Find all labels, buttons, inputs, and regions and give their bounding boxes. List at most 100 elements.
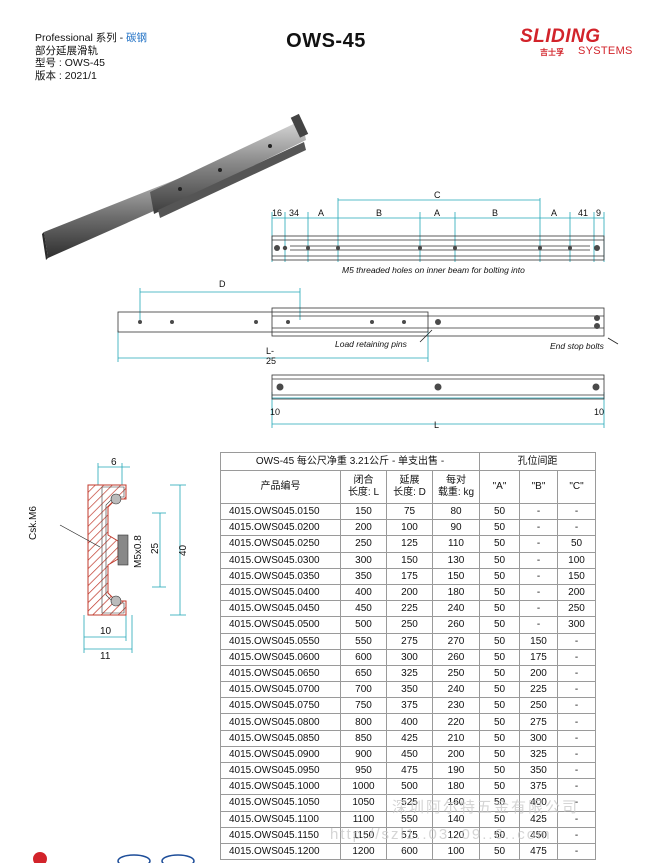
table-cell: 270 [432, 632, 480, 650]
sec-h40: 40 [178, 544, 189, 556]
table-cell: 850 [340, 729, 387, 747]
table-cell: 225 [386, 600, 433, 618]
version-line: 版本 : 2021/1 [35, 69, 97, 82]
table-cell: 475 [386, 761, 433, 780]
table-cell: 900 [340, 745, 387, 764]
product-code: 4015.OWS045.0300 [220, 551, 341, 569]
dim-34: 34 [289, 208, 300, 218]
table-cell: - [519, 616, 558, 634]
table-cell: 80 [432, 502, 480, 521]
table-cell: 130 [432, 551, 480, 569]
sec-h25: 25 [150, 542, 161, 554]
table-cell: 50 [479, 551, 520, 569]
table-cell: 150 [340, 502, 387, 521]
brand-logo: SLIDING 吉士孚 SYSTEMS [520, 26, 632, 60]
note-pins: Load retaining pins [335, 339, 407, 349]
table-cell: 50 [479, 583, 520, 602]
product-code: 4015.OWS045.0450 [220, 600, 341, 618]
table-cell: 175 [386, 567, 433, 585]
dim-l: L [434, 420, 440, 430]
table-cell: - [519, 583, 558, 602]
product-code: 4015.OWS045.0650 [220, 664, 341, 683]
table-cell: 325 [386, 664, 433, 683]
sec-m5: M5x0.8 [133, 535, 144, 568]
table-cell: 75 [386, 502, 433, 521]
table-cell: 950 [340, 761, 387, 780]
table-cell: 800 [340, 713, 387, 731]
table-cell: 650 [340, 664, 387, 683]
table-cell: 250 [386, 616, 433, 634]
table-cell: 125 [386, 535, 433, 553]
table-cell: 150 [519, 632, 558, 650]
logo-systems: SYSTEMS [578, 45, 633, 57]
table-cell: - [557, 826, 596, 844]
table-cell: 50 [479, 616, 520, 634]
dim-a-1: A [318, 208, 325, 218]
table-cell: 1050 [340, 794, 387, 812]
table-cell: - [519, 600, 558, 618]
series-prefix: Professional 系列 - [35, 32, 127, 44]
table-cell: 50 [557, 535, 596, 553]
table-cell: 180 [432, 778, 480, 796]
dim-c: C [434, 190, 441, 200]
product-code: 4015.OWS045.1000 [220, 778, 341, 796]
product-code: 4015.OWS045.1050 [220, 794, 341, 812]
table-cell: - [557, 778, 596, 796]
table-cell: 475 [519, 842, 558, 861]
col-a: "A" [479, 470, 520, 504]
table-cell: 260 [432, 616, 480, 634]
header-info: Professional 系列 - 碳钢 部分延展滑轨 型号 : OWS-45 … [35, 32, 147, 82]
col-closed: 闭合 长度: L [340, 470, 387, 504]
table-cell: 350 [386, 681, 433, 699]
product-code: 4015.OWS045.0200 [220, 519, 341, 537]
product-code: 4015.OWS045.0500 [220, 616, 341, 634]
logo-main: SLIDING [520, 26, 601, 47]
dim-b-2: B [492, 208, 499, 218]
table-cell: 375 [386, 697, 433, 715]
product-code: 4015.OWS045.1100 [220, 810, 341, 828]
table-cell: 240 [432, 681, 480, 699]
table-cell: 50 [479, 567, 520, 585]
dim-41: 41 [578, 208, 589, 218]
table-cell: 150 [557, 567, 596, 585]
col-ext: 延展 长度: D [386, 470, 433, 504]
product-code: 4015.OWS045.1200 [220, 842, 341, 861]
table-cell: 110 [432, 535, 480, 553]
table-cell: 50 [479, 535, 520, 553]
dim-9: 9 [596, 208, 602, 218]
table-cell: 750 [340, 697, 387, 715]
table-cell: 150 [432, 567, 480, 585]
table-cell: 180 [432, 583, 480, 602]
table-cell: 50 [479, 648, 520, 666]
table-cell: 375 [519, 778, 558, 796]
model-line: 型号 : OWS-45 [35, 57, 106, 69]
table-cell: 300 [386, 648, 433, 666]
page-title: OWS-45 [286, 30, 366, 52]
table-cell: - [557, 842, 596, 861]
table-cell: 450 [340, 600, 387, 618]
sec-w10: 10 [100, 626, 112, 637]
table-cell: 275 [386, 632, 433, 650]
table-cell: 190 [432, 761, 480, 780]
table-cell: 1200 [340, 842, 387, 861]
product-code: 4015.OWS045.0950 [220, 761, 341, 780]
table-cell: - [557, 761, 596, 780]
table-cell: 200 [386, 583, 433, 602]
table-cell: - [557, 519, 596, 537]
dim-a-2: A [434, 208, 441, 218]
table-header-row: 产品编号 闭合 长度: L 延展 长度: D 每对 载重: kg "A" "B"… [220, 470, 596, 504]
table-cell: 220 [432, 713, 480, 731]
dim-l25: L-25 [266, 346, 277, 366]
table-cell: - [519, 567, 558, 585]
table-cell: 200 [519, 664, 558, 683]
table-cell: 250 [557, 600, 596, 618]
table-cell: 100 [557, 551, 596, 569]
